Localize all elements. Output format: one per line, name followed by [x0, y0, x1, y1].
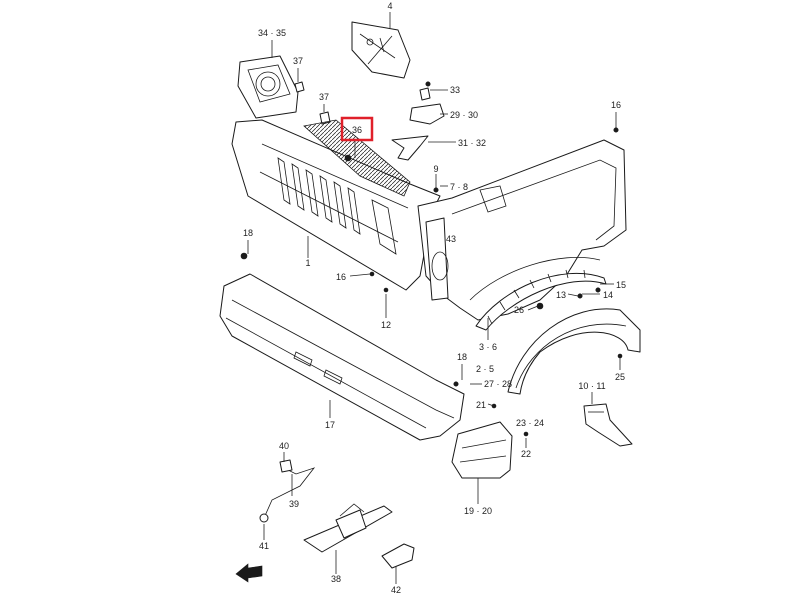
callout-43[interactable]: 43 [446, 234, 456, 244]
callout-29-30[interactable]: 29 · 30 [450, 110, 478, 120]
callout-22[interactable]: 22 [521, 449, 531, 459]
front-fender-body-part [417, 139, 627, 321]
fender-liner-part [475, 269, 607, 331]
callout-14[interactable]: 14 [603, 290, 613, 300]
callout-23-24[interactable]: 23 · 24 [516, 418, 544, 428]
callout-25[interactable]: 25 [615, 372, 625, 382]
callout-34-35[interactable]: 34 · 35 [258, 28, 286, 38]
callout-18-bottom[interactable]: 18 [457, 352, 467, 362]
headlamp-bracket-part [351, 21, 411, 79]
callout-3-6[interactable]: 3 · 6 [479, 342, 497, 352]
leader-lines [247, 12, 621, 584]
callout-7-8[interactable]: 7 · 8 [450, 182, 468, 192]
callout-15[interactable]: 15 [616, 280, 626, 290]
callout-21[interactable]: 21 [476, 400, 486, 410]
callout-27-28[interactable]: 27 · 28 [484, 379, 512, 389]
callout-41[interactable]: 41 [259, 541, 269, 551]
callout-37-middle[interactable]: 37 [319, 92, 329, 102]
front-bumper-part [219, 273, 465, 441]
front-direction-arrow-icon [235, 563, 263, 583]
callout-33[interactable]: 33 [450, 85, 460, 95]
callout-labels: 4 34 · 35 37 37 36 33 29 · 30 31 · 32 16… [243, 1, 626, 595]
callout-9[interactable]: 9 [433, 164, 438, 174]
callout-2-5[interactable]: 2 · 5 [476, 364, 494, 374]
callout-19-20[interactable]: 19 · 20 [464, 506, 492, 516]
fender-flare-part [507, 308, 641, 395]
callout-12[interactable]: 12 [381, 320, 391, 330]
callout-10-11[interactable]: 10 · 11 [578, 381, 605, 391]
hood-release-cable-part [259, 459, 316, 523]
headlamp-housing-part [237, 55, 299, 119]
callout-37-top[interactable]: 37 [293, 56, 303, 66]
jack-bracket-part [381, 543, 415, 569]
callout-18-left[interactable]: 18 [243, 228, 253, 238]
front-grille-panel-part [231, 119, 441, 291]
bumper-end-cap-part [451, 421, 513, 479]
mud-guard-part [583, 403, 633, 447]
bracket-31-32-part [391, 135, 429, 161]
callout-13[interactable]: 13 [556, 290, 566, 300]
callout-16-top[interactable]: 16 [611, 100, 621, 110]
callout-40[interactable]: 40 [279, 441, 289, 451]
callout-1[interactable]: 1 [305, 258, 310, 268]
bracket-29-30-part [409, 87, 445, 125]
callout-36[interactable]: 36 [352, 125, 362, 135]
jack-part [303, 503, 393, 553]
callout-16-middle[interactable]: 16 [336, 272, 346, 282]
clip-37-part [294, 81, 331, 125]
callout-17[interactable]: 17 [325, 420, 335, 430]
callout-31-32[interactable]: 31 · 32 [458, 138, 486, 148]
callout-26[interactable]: 26 [514, 305, 524, 315]
highlight-box [340, 116, 374, 142]
callout-38[interactable]: 38 [331, 574, 341, 584]
callout-4[interactable]: 4 [387, 1, 392, 11]
callout-42[interactable]: 42 [391, 585, 401, 595]
callout-39[interactable]: 39 [289, 499, 299, 509]
